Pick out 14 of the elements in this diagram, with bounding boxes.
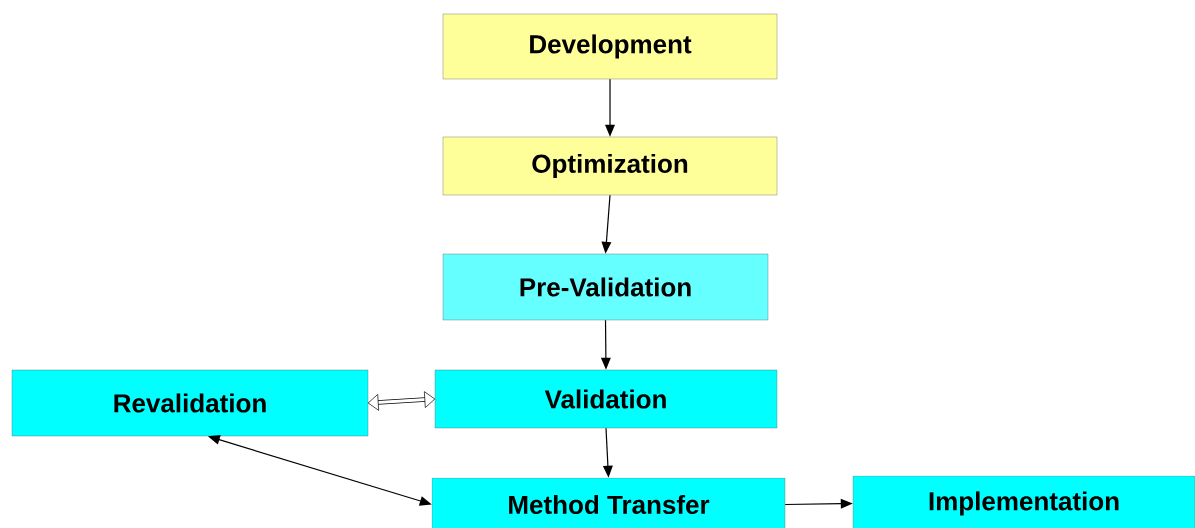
- process-box: Implementation: [852, 475, 1195, 528]
- arrow: [784, 498, 853, 509]
- process-box: Development: [442, 13, 778, 80]
- process-box: Revalidation: [11, 369, 369, 437]
- arrow: [600, 319, 611, 370]
- process-box: Pre-Validation: [442, 253, 769, 321]
- arrow: [601, 194, 612, 254]
- process-box: Optimization: [442, 136, 778, 196]
- arrow: [602, 427, 613, 478]
- arrow: [367, 391, 436, 411]
- arrow: [207, 434, 432, 506]
- process-box: Validation: [434, 369, 778, 429]
- arrow: [605, 78, 615, 137]
- process-box: Method Transfer: [431, 477, 786, 528]
